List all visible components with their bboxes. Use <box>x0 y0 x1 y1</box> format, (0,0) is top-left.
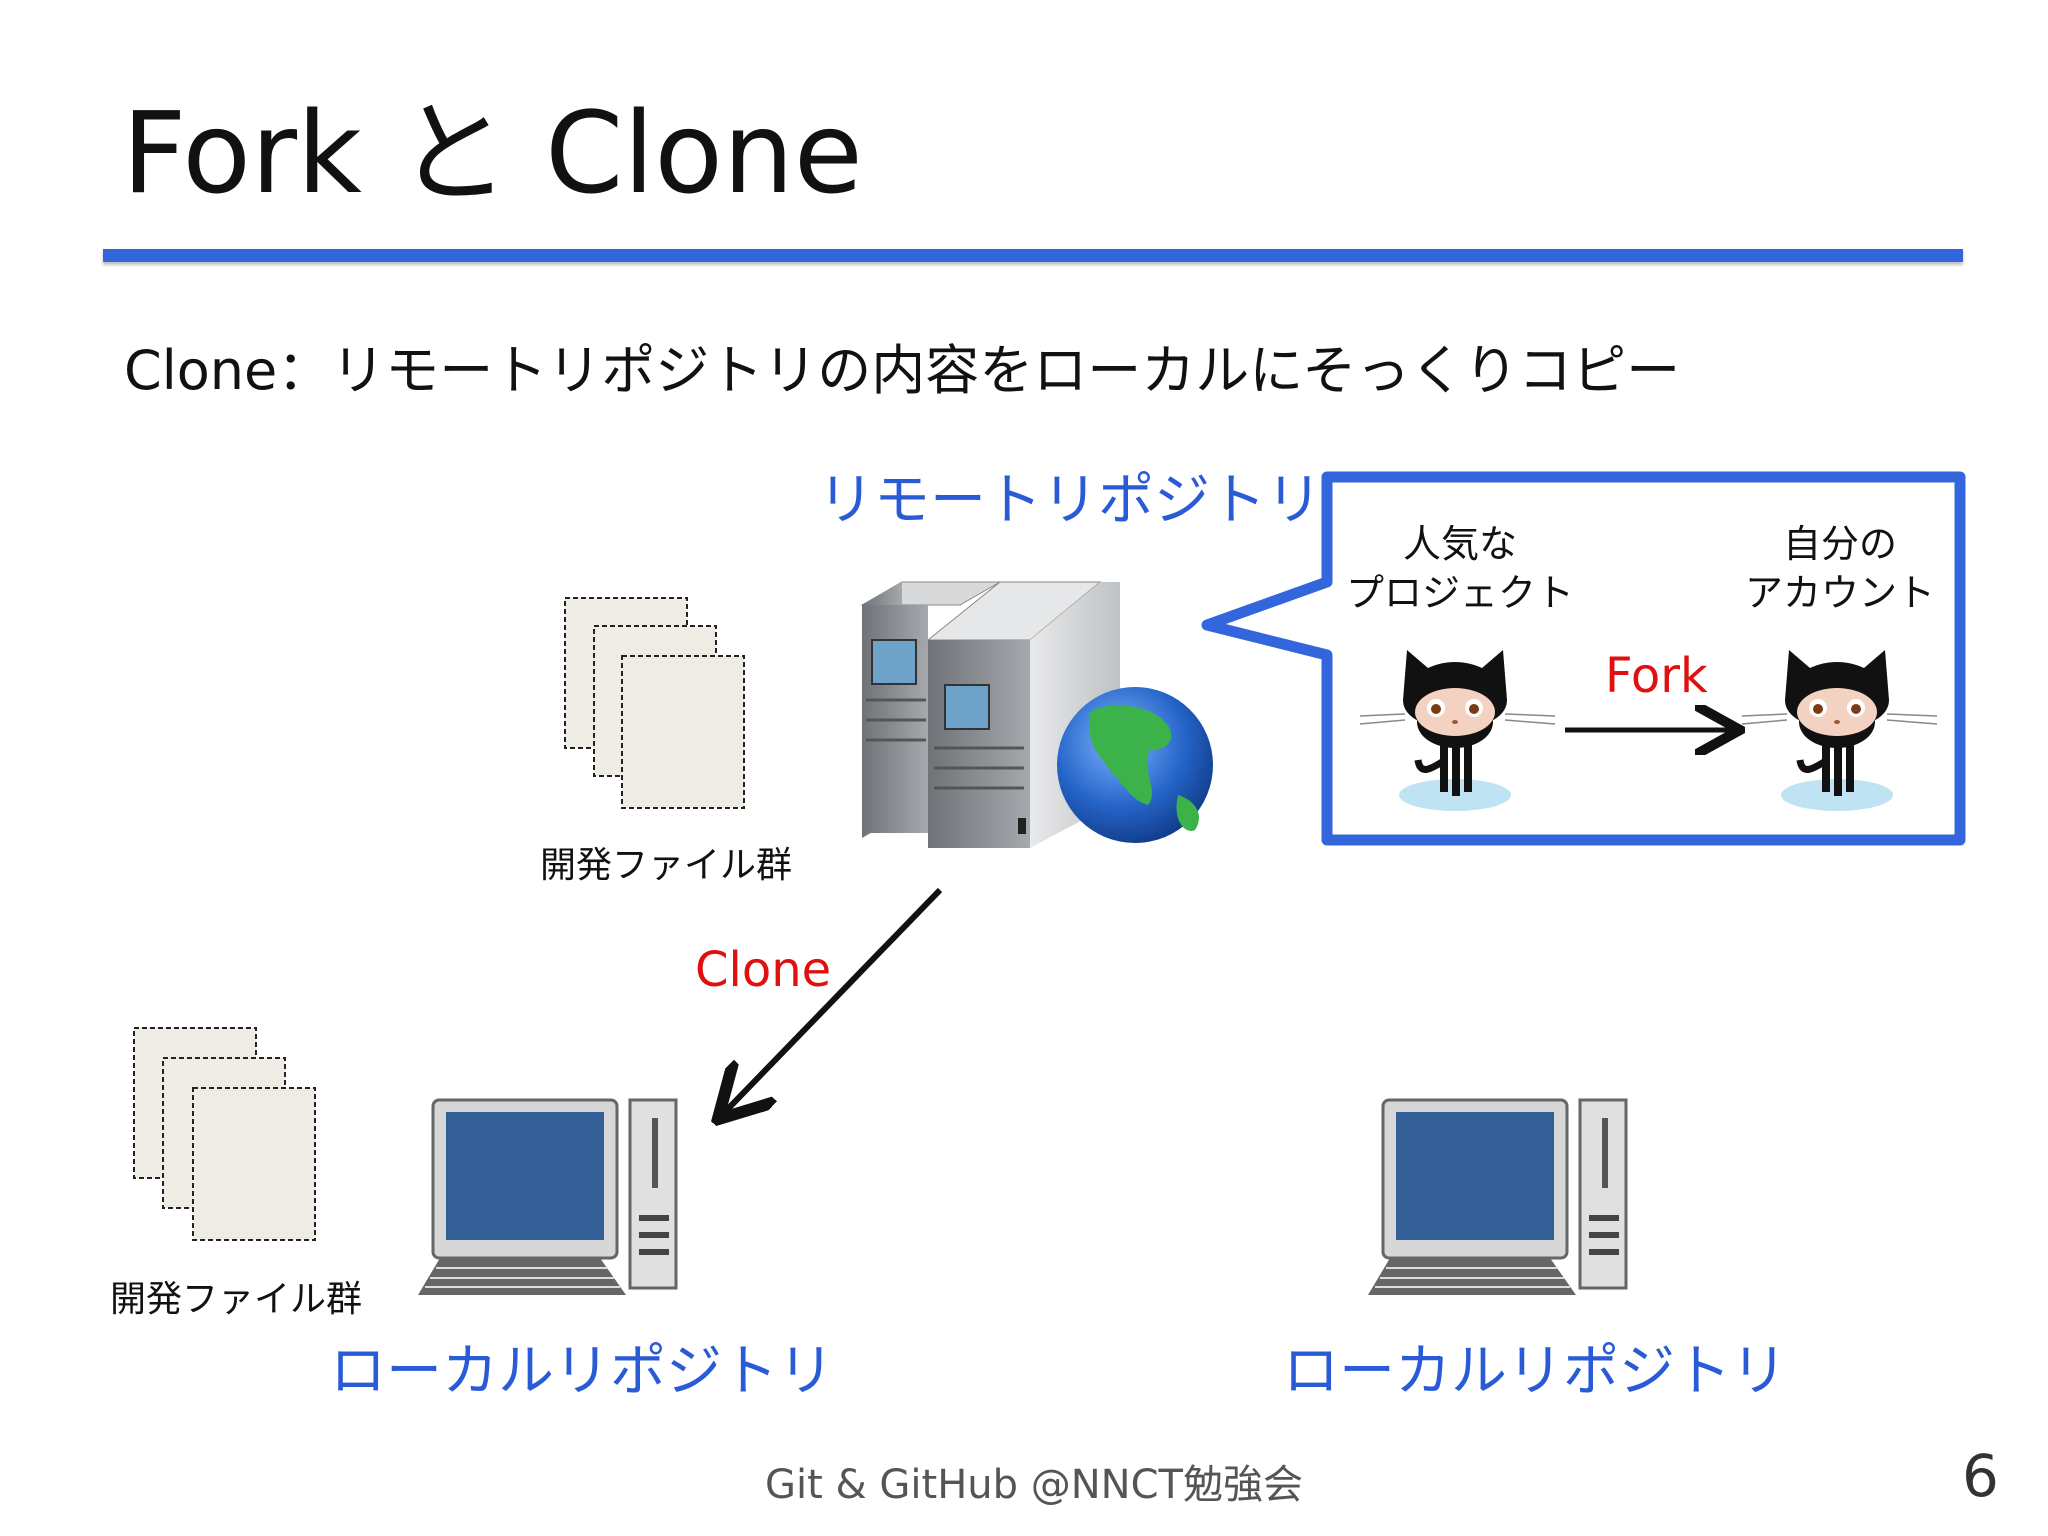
files-label-bottom: 開発ファイル群 <box>110 1279 363 1320</box>
remote-repository-label: リモートリポジトリ <box>818 468 1322 533</box>
document-stack-icon <box>133 1027 316 1241</box>
files-label-top: 開発ファイル群 <box>540 845 793 886</box>
clone-arrow-icon <box>722 887 943 1115</box>
popular-project-line1: 人気な <box>1402 522 1517 566</box>
popular-project-caption: 人気な プロジェクト <box>1340 520 1580 619</box>
fork-label: Fork <box>1605 648 1708 704</box>
octocat-icon <box>1741 650 1938 811</box>
slide-title: Fork と Clone <box>122 89 863 219</box>
popular-project-line2: プロジェクト <box>1345 571 1574 616</box>
slide-subtitle: Clone：リモートリポジトリの内容をローカルにそっくりコピー <box>124 339 1681 402</box>
document-stack-icon <box>564 597 745 809</box>
my-account-line1: 自分の <box>1782 522 1897 566</box>
clone-label: Clone <box>695 942 832 998</box>
local-repository-label-right: ローカルリポジトリ <box>1283 1339 1787 1404</box>
title-divider <box>103 249 1963 262</box>
globe-icon <box>1057 687 1213 843</box>
page-number: 6 <box>1962 1442 1999 1510</box>
my-account-line2: アカウント <box>1744 571 1935 616</box>
desktop-computer-icon <box>418 1098 678 1295</box>
desktop-computer-icon <box>1368 1098 1628 1295</box>
local-repository-label-left: ローカルリポジトリ <box>330 1339 834 1404</box>
fork-callout <box>1201 471 1966 846</box>
my-account-caption: 自分の アカウント <box>1730 520 1950 619</box>
octocat-icon <box>1359 650 1556 811</box>
slide-footer: Git & GitHub @NNCT勉強会 <box>765 1462 1303 1508</box>
